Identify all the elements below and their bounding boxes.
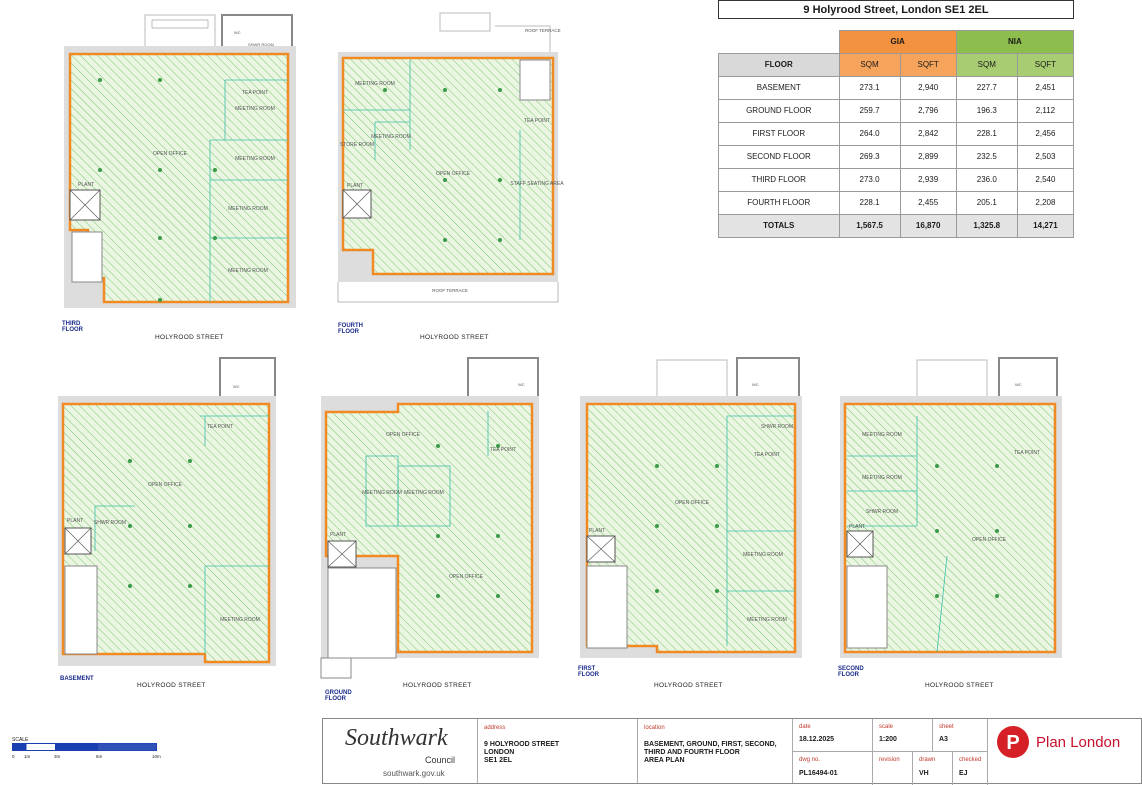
room-label: STORE ROOM [340,142,374,148]
room-label: PLANT [67,518,83,524]
room-label: MEETING ROOM [235,156,275,162]
checked-cell: checked EJ [953,752,988,785]
drawn-cell: drawn VH [913,752,953,785]
basement-plan: OPEN OFFICE TEA POINT SHWR ROOM MEETING … [58,357,276,666]
room-label: OPEN OFFICE [153,151,188,157]
ground-floor-street: HOLYROOD STREET [403,682,472,689]
room-label: WC [234,30,241,35]
room-label: TEA POINT [207,424,233,430]
room-label: WC [518,382,525,387]
room-label: PLANT [78,182,94,188]
room-label: TEA POINT [524,118,550,124]
gia-sqm-header: SQM [838,52,901,77]
address-cell: address 9 HOLYROOD STREET LONDON SE1 2EL [478,719,638,783]
council-logo: Southwark Council southwark.gov.uk [323,719,478,783]
room-label: PLANT [849,524,865,530]
room-label: MEETING ROOM [228,206,268,212]
room-label: MEETING ROOM [220,617,260,623]
room-label: MEETING ROOM [862,432,902,438]
sheet-cell: sheet A3 [933,719,988,752]
room-label: PLANT [589,528,605,534]
room-label: OPEN OFFICE [148,482,183,488]
area-schedule-table: GIA NIA FLOOR SQM SQFT SQM SQFT BASEMENT… [718,30,1075,238]
revision-cell: revision [873,752,913,785]
room-label: MEETING ROOM [371,134,411,140]
room-label: OPEN OFFICE [449,574,484,580]
nia-sqm-header: SQM [955,52,1018,77]
third-floor-street: HOLYROOD STREET [155,334,224,341]
room-label: SHWR ROOM [248,42,274,47]
room-label: WC [233,384,240,389]
room-label: MEETING ROOM [743,552,783,558]
ground-floor-plan: OPEN OFFICE TEA POINT MEETING ROOM MEETI… [320,357,539,679]
second-floor-plan: MEETING ROOM MEETING ROOM SHWR ROOM OPEN… [840,357,1062,658]
second-floor-street: HOLYROOD STREET [925,682,994,689]
area-table-title: 9 Holyrood Street, London SE1 2EL [718,0,1074,19]
date-cell: date 18.12.2025 [793,719,873,752]
room-label: MEETING ROOM [747,617,787,623]
room-label: WC [1015,382,1022,387]
third-floor-plan: OPEN OFFICE MEETING ROOM TEA POINT MEETI… [64,14,296,308]
floor-column-header: FLOOR [718,52,840,77]
scale-bar [12,743,157,751]
room-label: SHWR ROOM [94,520,126,526]
title-block: Southwark Council southwark.gov.uk addre… [322,718,1142,785]
room-label: MEETING ROOM [355,81,395,87]
room-label: SHWR ROOM [761,424,793,430]
room-label: STAFF SEATING AREA [510,181,564,187]
gia-header: GIA [838,30,957,54]
room-label: TEA POINT [1014,450,1040,456]
roof-terrace-label: ROOF TERRACE [432,288,468,293]
room-label: TEA POINT [490,447,516,453]
room-label: MEETING ROOM [362,490,402,496]
basement-street: HOLYROOD STREET [137,682,206,689]
gia-sqft-header: SQFT [899,52,957,77]
room-label: PLANT [330,532,346,538]
room-label: TEA POINT [242,90,268,96]
room-label: TEA POINT [754,452,780,458]
room-label: SHWR ROOM [866,509,898,515]
scale-bar-ticks: 0 1m 3m 6m 10m [12,754,161,759]
location-cell: location BASEMENT, GROUND, FIRST, SECOND… [638,719,793,783]
fourth-floor-street: HOLYROOD STREET [420,334,489,341]
nia-sqft-header: SQFT [1016,52,1075,77]
dwg-no-cell: dwg no. PL16494-01 [793,752,873,785]
room-label: PLANT [347,183,363,189]
nia-header: NIA [955,30,1075,54]
room-label: MEETING ROOM [404,490,444,496]
basement-label: BASEMENT [60,676,94,682]
room-label: MEETING ROOM [235,106,275,112]
plan-london-logo: P Plan London [988,719,1142,783]
room-label: MEETING ROOM [862,475,902,481]
first-floor-street: HOLYROOD STREET [654,682,723,689]
first-floor-plan: OPEN OFFICE TEA POINT SHWR ROOM MEETING … [580,357,802,658]
room-label: OPEN OFFICE [972,537,1007,543]
scale-bar-title: SCALE [12,737,29,743]
room-label: OPEN OFFICE [675,500,710,506]
svg-text:P: P [1006,732,1019,754]
scale-cell: scale 1:200 [873,719,933,752]
plan-london-mark-icon: P [997,726,1029,758]
room-label: MEETING ROOM [228,268,268,274]
room-label: WC [752,382,759,387]
roof-terrace-label: ROOF TERRACE [525,28,561,33]
room-label: OPEN OFFICE [386,432,421,438]
fourth-floor-plan: ROOF TERRACE MEETING ROOM MEETING ROOM S… [337,12,564,303]
room-label: OPEN OFFICE [436,171,471,177]
